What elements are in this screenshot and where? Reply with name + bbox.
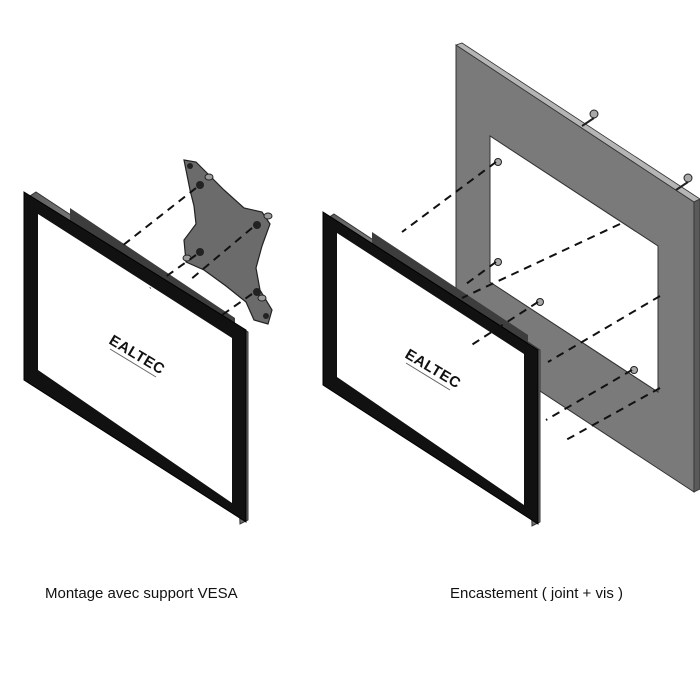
vesa-plate-hole-6 [187,163,193,169]
brand-logo-underline-left [109,348,157,378]
frame-screw-shaft [581,117,595,127]
frame-screw [683,173,693,183]
vesa-plate-hole-3 [196,248,204,256]
alignment-dash-line [121,187,197,247]
frame-screw-shaft [675,181,689,191]
panel-pc-screen-left [38,214,232,503]
rear-connector-strip-right [372,232,528,346]
alignment-dash-line [547,295,661,363]
frame-screw [589,109,599,119]
alignment-dash-line [565,387,661,441]
vesa-plate-hole-2 [253,221,261,229]
brand-logo-underline-right [405,362,451,391]
frame-screws [494,109,693,374]
flush-alignment-dashes [401,161,661,441]
vesa-screw [182,254,192,262]
mounting-frame-edge [455,42,700,203]
vesa-screw [204,173,214,181]
caption-flush-mount: Encastement ( joint + vis ) [450,585,623,602]
flush-mounting-illustration: EALTEC [322,42,700,527]
vesa-screw [263,212,273,220]
alignment-dash-line [465,261,497,285]
vesa-alignment-dashes [121,187,253,323]
frame-cutout-edge [489,135,659,393]
vesa-plate-hole-5 [263,313,269,319]
mounting-frame-side [693,198,700,493]
panel-pc-screen-right [337,233,524,505]
alignment-dash-line [545,369,633,421]
vesa-plate-hole-1 [196,181,204,189]
vesa-mounting-illustration: EALTEC [23,159,273,525]
alignment-dash-line [461,223,621,299]
vesa-screws [182,173,273,302]
alignment-dash-line [401,161,497,233]
vesa-screw [257,294,267,302]
vesa-plate-hole-4 [253,288,261,296]
caption-vesa-mount: Montage avec support VESA [45,585,238,602]
alignment-dash-line [149,254,197,289]
vesa-adapter-plate [183,159,273,325]
